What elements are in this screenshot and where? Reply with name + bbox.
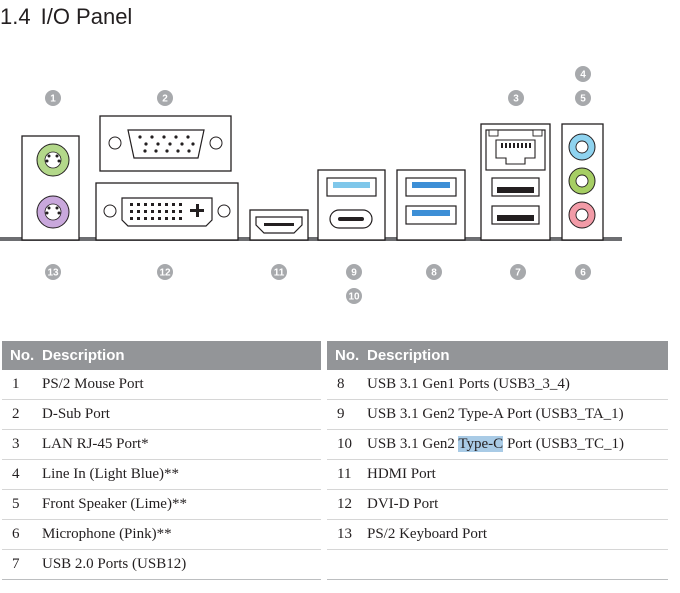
callout-number: 8 [431, 268, 437, 279]
row-description: Microphone (Pink)** [42, 519, 321, 550]
panel-baseline [0, 237, 622, 241]
callout-number: 12 [159, 268, 171, 279]
callout-badge [45, 90, 61, 106]
callout-number: 11 [274, 268, 285, 279]
ps2-ports [21, 135, 80, 241]
callout-badge [157, 90, 173, 106]
header-description: Description [367, 341, 668, 370]
description-part: USB 3.1 Gen2 [367, 436, 459, 452]
callout-number: 6 [580, 268, 586, 279]
row-number: 6 [2, 519, 42, 550]
row-number: 3 [2, 429, 42, 460]
row-description: Front Speaker (Lime)** [42, 489, 321, 520]
hdmi-port [249, 209, 309, 241]
callout-badge [426, 264, 442, 280]
callout-badge [346, 264, 362, 280]
callout-badge [575, 264, 591, 280]
header-description: Description [42, 341, 321, 370]
row-number: 8 [327, 370, 367, 400]
description-part: Port (USB3_TC_1) [503, 436, 625, 452]
row-number: 11 [327, 459, 367, 490]
callout-number: 13 [47, 268, 59, 279]
callout-badge [510, 264, 526, 280]
row-number: 12 [327, 489, 367, 520]
callout-badge [346, 288, 362, 304]
lan-usb2-ports [480, 123, 551, 241]
row-description: USB 2.0 Ports (USB12) [42, 549, 321, 580]
callout-number: 9 [351, 268, 357, 279]
callout-number: 4 [580, 70, 586, 81]
audio-jacks [561, 123, 604, 241]
row-description [367, 549, 668, 580]
row-number: 9 [327, 399, 367, 430]
callout-number: 7 [515, 268, 521, 279]
usb31-gen1-ports [396, 169, 466, 241]
header-no: No. [327, 341, 367, 370]
callout-badge [45, 264, 61, 280]
callout-badge [157, 264, 173, 280]
row-description: LAN RJ-45 Port* [42, 429, 321, 460]
row-number: 2 [2, 399, 42, 430]
row-number: 13 [327, 519, 367, 550]
dsub-port [99, 115, 232, 172]
row-description: USB 3.1 Gen2 Type-C Port (USB3_TC_1) [367, 429, 668, 460]
callout-badge [575, 90, 591, 106]
callout-number: 1 [50, 94, 56, 105]
callout-number: 2 [162, 94, 168, 105]
row-number: 4 [2, 459, 42, 490]
callout-badge [271, 264, 287, 280]
row-description: USB 3.1 Gen1 Ports (USB3_3_4) [367, 370, 668, 400]
row-number: 1 [2, 370, 42, 400]
dvi-d-port [95, 182, 239, 241]
table-header-row: No. Description [327, 341, 668, 370]
highlighted-text: Type-C [458, 436, 504, 452]
callout-number: 3 [513, 94, 519, 105]
row-description: PS/2 Mouse Port [42, 370, 321, 400]
row-number: 10 [327, 429, 367, 460]
section-title: I/O Panel [40, 4, 133, 29]
callout-badge [575, 66, 591, 82]
row-description: DVI-D Port [367, 489, 668, 520]
usb31-gen2-ports [317, 169, 386, 241]
row-number: 7 [2, 549, 42, 580]
header-no: No. [2, 341, 42, 370]
callout-number: 10 [348, 292, 360, 303]
section-heading: 1.4 I/O Panel [0, 4, 132, 30]
row-description: HDMI Port [367, 459, 668, 490]
table-row [327, 549, 668, 580]
section-number: 1.4 [0, 4, 31, 29]
callout-number: 5 [580, 94, 586, 105]
row-number [327, 549, 367, 580]
row-description: PS/2 Keyboard Port [367, 519, 668, 550]
row-number: 5 [2, 489, 42, 520]
row-description: D-Sub Port [42, 399, 321, 430]
row-description: Line In (Light Blue)** [42, 459, 321, 490]
callout-badge [508, 90, 524, 106]
row-description: USB 3.1 Gen2 Type-A Port (USB3_TA_1) [367, 399, 668, 430]
table-header-row: No. Description [2, 341, 321, 370]
